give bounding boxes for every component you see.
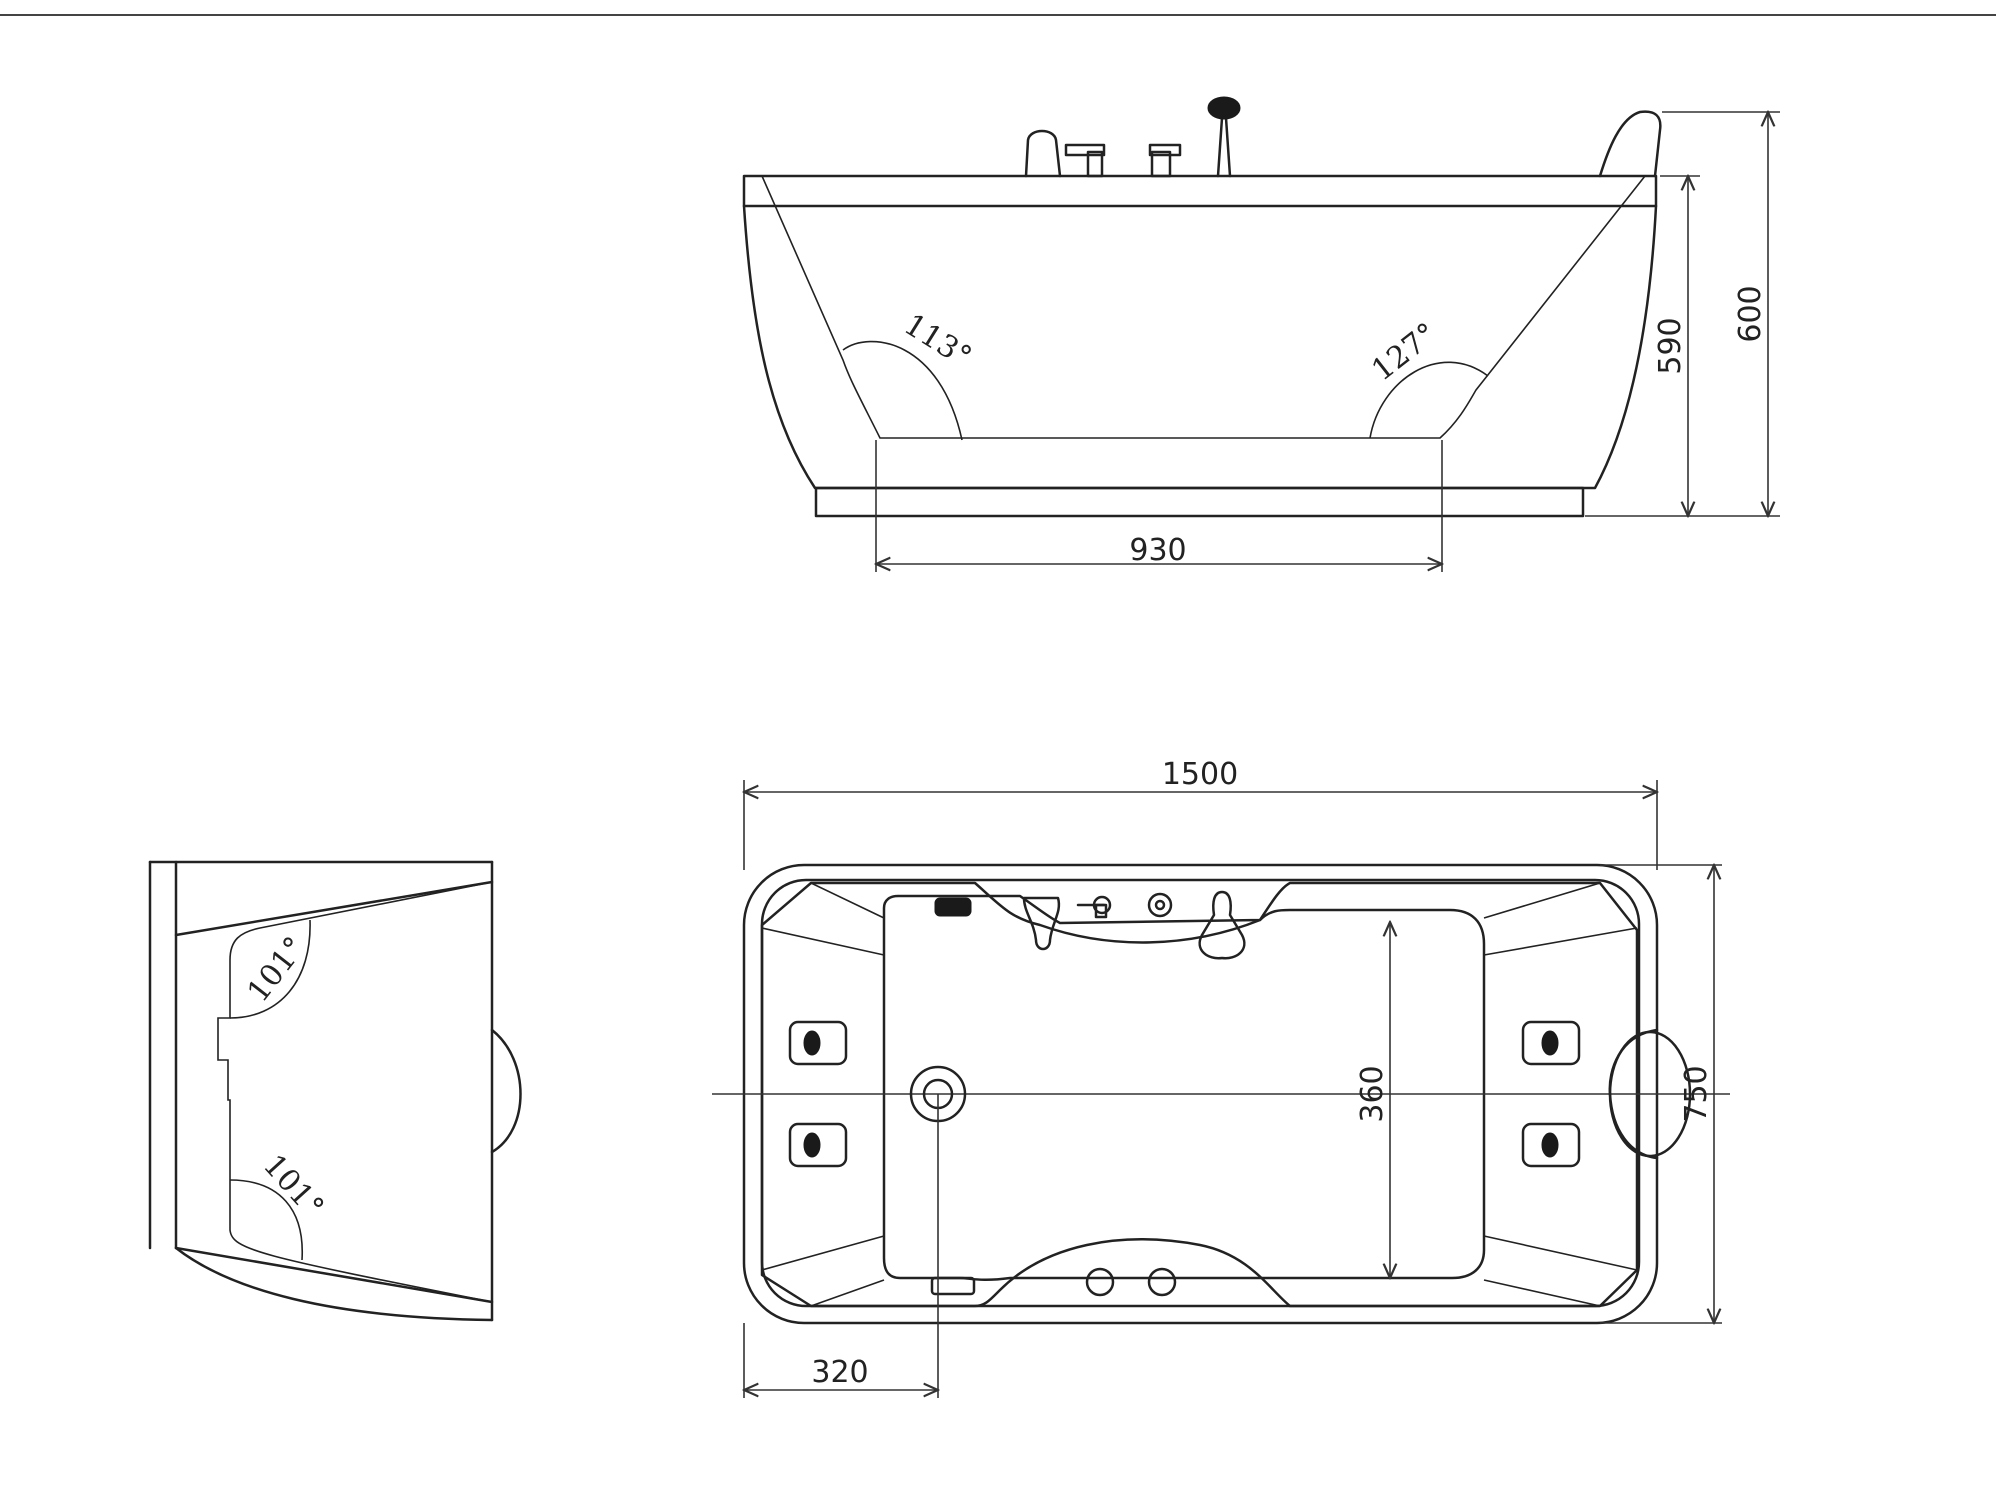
dim-label-750: 750: [1679, 1065, 1714, 1122]
side-elevation-view: 113° 127° 930 590 600: [742, 96, 1780, 572]
angle-label-113: 113°: [898, 307, 978, 375]
air-button-left: [1085, 1267, 1115, 1297]
jet-top-right: [1521, 1020, 1581, 1066]
spout-plan: [1022, 896, 1061, 951]
basin-bottom: [882, 894, 1486, 1282]
tub-plinth: [814, 486, 1585, 518]
air-button-right: [1147, 1267, 1177, 1297]
end-elevation-view: 101° 101°: [148, 860, 522, 1322]
angle-arc-right: [1369, 361, 1489, 439]
dim-label-600: 600: [1733, 285, 1768, 342]
angle-arc-left: [842, 340, 963, 441]
tub-inner-profile: [761, 175, 1646, 439]
angle-arc-top: [229, 919, 311, 1019]
angle-arc-bottom: [229, 1179, 303, 1261]
end-inner-profile: [217, 881, 493, 1303]
handshower-plan: [1198, 890, 1246, 960]
jet-top-left: [788, 1020, 848, 1066]
mixer-plan: [1076, 895, 1112, 919]
angle-label-127: 127°: [1365, 316, 1443, 388]
dim-label-590: 590: [1653, 317, 1688, 374]
headrest-side: [1598, 110, 1662, 178]
dim-label-320: 320: [811, 1355, 868, 1390]
jet-bottom-left: [788, 1122, 848, 1168]
headrest-end: [490, 1028, 522, 1154]
dim-label-360: 360: [1355, 1065, 1390, 1122]
tub-rim: [742, 174, 1658, 208]
dim-label-930: 930: [1129, 533, 1186, 568]
jet-bottom-right: [1521, 1122, 1581, 1168]
plan-view: 1500 750 360 320: [712, 757, 1730, 1398]
diverter-plan: [1147, 892, 1173, 918]
control-panel: [934, 897, 972, 917]
dim-label-1500: 1500: [1162, 757, 1238, 792]
tub-body-outline: [742, 204, 1658, 490]
basin-outline: [760, 881, 1639, 1308]
overflow-plan: [930, 1276, 976, 1296]
faucet-set-side: [1024, 96, 1241, 178]
